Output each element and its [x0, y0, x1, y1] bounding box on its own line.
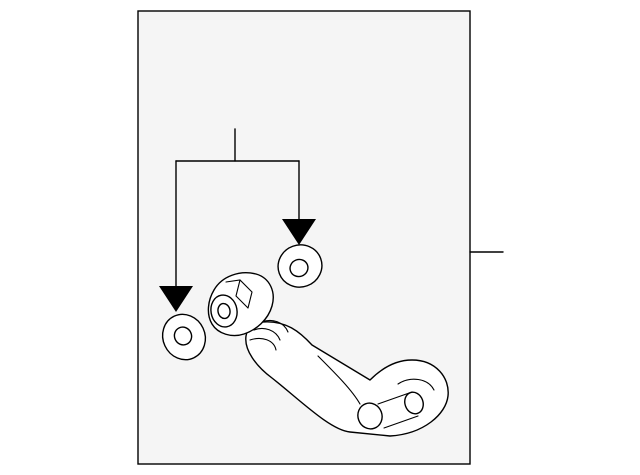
washer-callout-bracket	[159, 128, 316, 312]
gasket-right	[277, 244, 323, 288]
arrowhead-right	[282, 219, 316, 245]
tube-assembly	[207, 272, 449, 437]
gasket-left	[161, 313, 207, 361]
arrowhead-left	[159, 286, 193, 312]
